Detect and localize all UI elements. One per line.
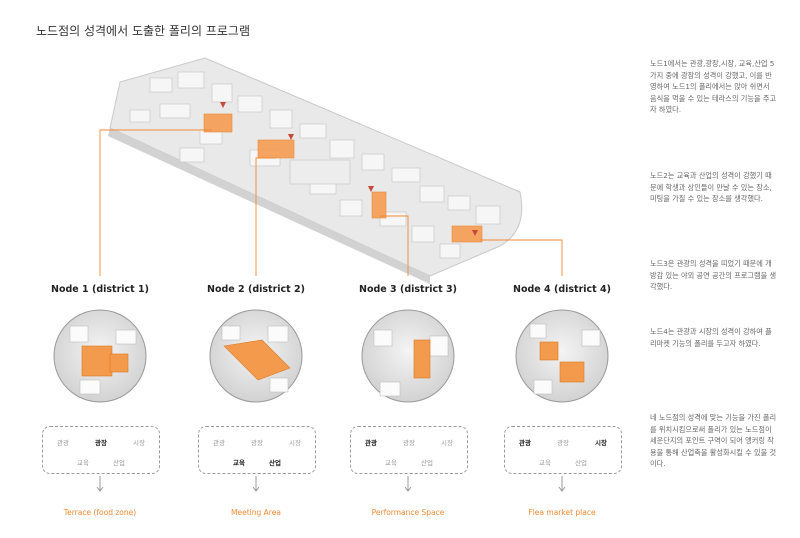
keyword-highlighted: 산업: [257, 457, 293, 467]
node-3-function: Performance Space: [338, 508, 478, 517]
keyword: 교육: [373, 457, 409, 467]
down-arrow-icon: [251, 476, 261, 494]
keyword: 관광: [45, 437, 81, 447]
node-4-function: Flea market place: [492, 508, 632, 517]
description-node-1: 노드1에서는 관광,광장,시장, 교육,산업 5가지 중에 광장의 성격이 강했…: [650, 58, 778, 116]
keyword-highlighted: 관광: [353, 437, 389, 447]
node-1-title: Node 1 (district 1): [30, 284, 170, 295]
node-3-title: Node 3 (district 3): [338, 284, 478, 295]
keyword: 산업: [409, 457, 445, 467]
description-summary: 네 노드점의 성격에 맞는 기능을 가진 폴리를 위치시킴으로써 폴리가 있는 …: [650, 412, 778, 470]
down-arrow-icon: [95, 476, 105, 494]
keyword-highlighted: 교육: [221, 457, 257, 467]
node-2-keyword-box: 관광 광장 시장 교육 산업: [198, 426, 316, 474]
node-4-title: Node 4 (district 4): [492, 284, 632, 295]
down-arrow-icon: [557, 476, 567, 494]
description-node-2: 노드2는 교육과 산업의 성격이 강했기 때문에 학생과 상인들이 만날 수 있…: [650, 170, 778, 205]
keyword: 산업: [563, 457, 599, 467]
node-2-title: Node 2 (district 2): [186, 284, 326, 295]
keyword: 교육: [527, 457, 563, 467]
keyword: 광장: [545, 437, 581, 447]
keyword-highlighted: 광장: [83, 437, 119, 447]
keyword: 시장: [429, 437, 465, 447]
node-1-function: Terrace (food zone): [30, 508, 170, 517]
keyword: 산업: [101, 457, 137, 467]
keyword: 광장: [391, 437, 427, 447]
keyword: 시장: [121, 437, 157, 447]
node-2-function: Meeting Area: [186, 508, 326, 517]
keyword-highlighted: 시장: [583, 437, 619, 447]
keyword: 시장: [277, 437, 313, 447]
keyword: 교육: [65, 457, 101, 467]
node-detail-circles: [54, 310, 608, 402]
node-1-keyword-box: 관광 광장 시장 교육 산업: [42, 426, 160, 474]
down-arrow-icon: [403, 476, 413, 494]
keyword: 광장: [239, 437, 275, 447]
description-node-3: 노드3은 관광의 성격을 띠었기 때문에 개방감 있는 야외 공연 공간의 프로…: [650, 258, 778, 293]
node-4-keyword-box: 관광 광장 시장 교육 산업: [504, 426, 622, 474]
node-3-keyword-box: 관광 광장 시장 교육 산업: [350, 426, 468, 474]
keyword-highlighted: 관광: [507, 437, 543, 447]
keyword: 관광: [201, 437, 237, 447]
description-node-4: 노드4는 관광과 시장의 성격이 강하여 플리마켓 기능의 폴리를 두고자 하였…: [650, 326, 778, 349]
